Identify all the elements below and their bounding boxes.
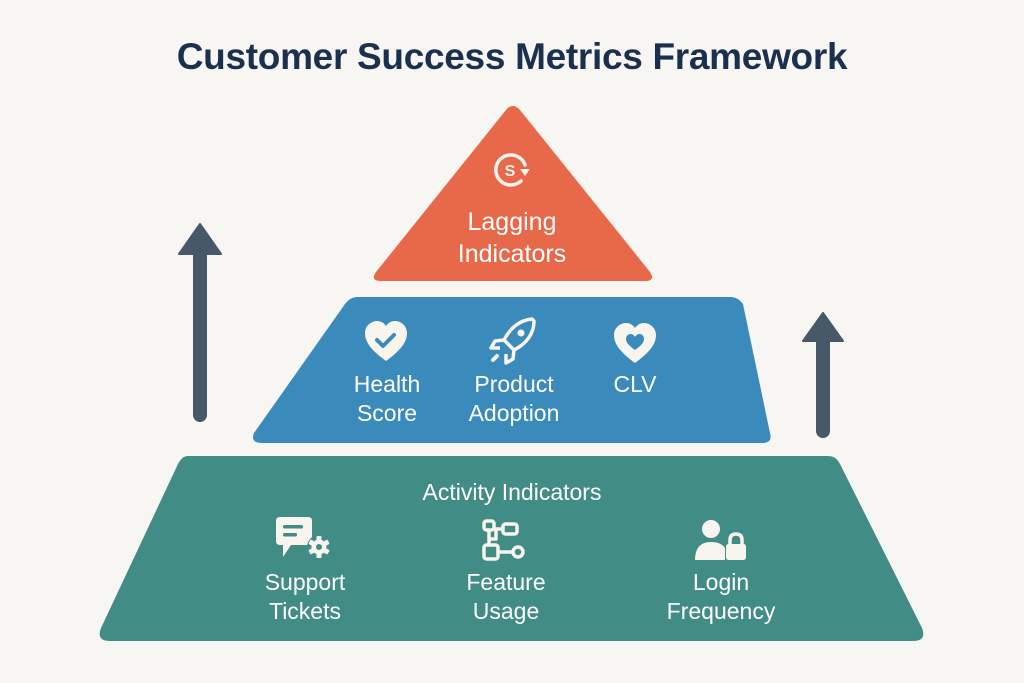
support-tickets-line2: Tickets [269,598,341,624]
bottom-tier-shape [99,456,924,641]
login-frequency-label: Login Frequency [646,568,796,626]
feature-usage-line1: Feature [466,569,546,595]
health-score-line2: Score [356,400,418,426]
chat-gear-icon [276,517,331,559]
support-tickets-label: Support Tickets [240,568,370,626]
health-score-label: Health Score [327,370,447,428]
heart-check-icon [365,321,407,361]
support-tickets-line1: Support [264,569,346,595]
product-adoption-label: Product Adoption [450,370,578,428]
heart-icon [614,323,656,363]
health-score-line1: Health [353,371,421,397]
login-frequency-line1: Login [692,569,750,595]
product-adoption-line1: Product [474,371,554,397]
dollar-cycle-icon: S [494,153,530,187]
top-tier-shape [373,106,653,281]
top-tier-label-line2: Indicators [457,240,567,268]
user-lock-icon [695,520,746,560]
svg-text:S: S [505,163,516,180]
login-frequency-line2: Frequency [666,598,776,624]
top-tier-label: Lagging Indicators [412,206,612,270]
activity-indicators-heading: Activity Indicators [422,479,602,505]
product-adoption-line2: Adoption [468,400,560,426]
top-tier-label-line1: Lagging [467,208,557,236]
page-title: Customer Success Metrics Framework [176,36,848,77]
feature-usage-line2: Usage [472,598,540,624]
rocket-icon [489,317,536,365]
right-up-arrow [802,312,844,438]
left-up-arrow [178,223,222,422]
clv-line1: CLV [613,371,657,397]
flowchart-icon [482,519,525,561]
feature-usage-label: Feature Usage [441,568,571,626]
clv-label: CLV [585,370,685,399]
